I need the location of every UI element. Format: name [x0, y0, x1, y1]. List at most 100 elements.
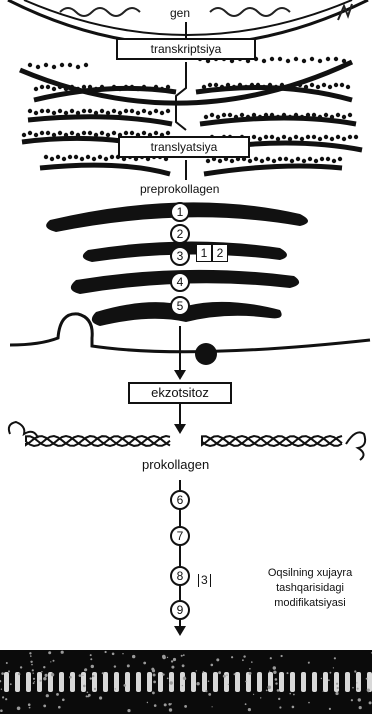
- ribosome: [40, 85, 44, 89]
- ribosome: [50, 157, 54, 161]
- speck: [292, 706, 295, 709]
- ribosome: [88, 131, 92, 135]
- ribosome: [82, 85, 86, 89]
- speck: [171, 703, 172, 704]
- side-ref-2: 2: [212, 244, 228, 262]
- ribosome: [218, 159, 222, 163]
- speck: [20, 666, 22, 668]
- ribosome: [278, 57, 282, 61]
- ribosome: [310, 83, 314, 87]
- fibril-band: [26, 672, 31, 692]
- ribosome: [280, 83, 284, 87]
- ribosome: [300, 115, 304, 119]
- ribosome: [232, 85, 236, 89]
- speck: [132, 655, 135, 658]
- fibril-band: [334, 672, 339, 692]
- speck: [53, 660, 55, 662]
- speck: [127, 709, 130, 712]
- ribosome: [64, 111, 68, 115]
- step-circle-8: 8: [170, 566, 190, 586]
- fibril-band: [103, 672, 108, 692]
- fibril-band: [59, 672, 64, 692]
- ribosome: [240, 113, 244, 117]
- ribosome: [60, 63, 64, 67]
- speck: [281, 655, 283, 657]
- ribosome: [166, 131, 170, 135]
- speck: [58, 706, 61, 709]
- ribosome: [332, 159, 336, 163]
- ribosome: [306, 135, 310, 139]
- step-circle-1: 1: [170, 202, 190, 222]
- propeptide-right: [346, 432, 365, 460]
- ribosome: [68, 63, 72, 67]
- speck: [99, 696, 102, 699]
- speck: [124, 684, 127, 687]
- ribosome: [206, 159, 210, 163]
- ribosome: [28, 109, 32, 113]
- ribosome: [154, 131, 158, 135]
- speck: [41, 671, 42, 672]
- ribosome: [70, 109, 74, 113]
- speck: [329, 708, 331, 710]
- ribosome: [334, 57, 338, 61]
- fibril-band: [246, 672, 251, 692]
- speck: [212, 706, 213, 707]
- ribosome: [80, 157, 84, 161]
- ribosome: [100, 85, 104, 89]
- procollagen-label: prokollagen: [142, 458, 209, 472]
- speck: [251, 661, 253, 663]
- speck: [351, 699, 353, 701]
- ribosome: [136, 87, 140, 91]
- speck: [2, 696, 4, 698]
- speck: [328, 679, 330, 681]
- speck: [249, 672, 252, 675]
- ribosome: [342, 137, 346, 141]
- speck: [31, 664, 33, 666]
- speck: [273, 666, 276, 669]
- ribosome: [270, 57, 274, 61]
- speck: [358, 698, 361, 701]
- ribosome: [262, 59, 266, 63]
- ribosome: [254, 157, 258, 161]
- ribosome: [202, 85, 206, 89]
- ribosome: [284, 157, 288, 161]
- speck: [242, 659, 244, 661]
- ribosome: [270, 135, 274, 139]
- dna-strand-left: [60, 8, 140, 16]
- ribosome: [246, 115, 250, 119]
- ribosome: [82, 109, 86, 113]
- speck: [223, 675, 226, 678]
- speck: [203, 671, 205, 673]
- speck: [335, 692, 338, 695]
- speck: [216, 658, 219, 661]
- speck: [287, 672, 289, 674]
- fibril-band: [202, 672, 207, 692]
- speck: [40, 680, 42, 682]
- ribosome: [308, 157, 312, 161]
- extracellular-modification-note: Oqsilning xujayra tashqarisidagi modifik…: [252, 566, 368, 611]
- ribosome: [348, 113, 352, 117]
- speck: [168, 703, 171, 706]
- speck: [183, 654, 185, 656]
- speck: [143, 662, 146, 665]
- speck: [245, 681, 246, 682]
- ribosome: [258, 137, 262, 141]
- ribosome: [148, 111, 152, 115]
- ribosome: [52, 133, 56, 137]
- speck: [196, 682, 199, 685]
- ribosome: [166, 109, 170, 113]
- ribosome: [270, 113, 274, 117]
- speck: [152, 669, 155, 672]
- ribosome: [130, 85, 134, 89]
- ribosome: [326, 157, 330, 161]
- ribosome: [324, 135, 328, 139]
- ribosome: [34, 111, 38, 115]
- speck: [152, 692, 155, 695]
- ribosome: [304, 85, 308, 89]
- speck: [218, 671, 221, 674]
- ribosome: [230, 159, 234, 163]
- ribosome: [40, 131, 44, 135]
- ribosome: [82, 131, 86, 135]
- ribosome: [46, 131, 50, 135]
